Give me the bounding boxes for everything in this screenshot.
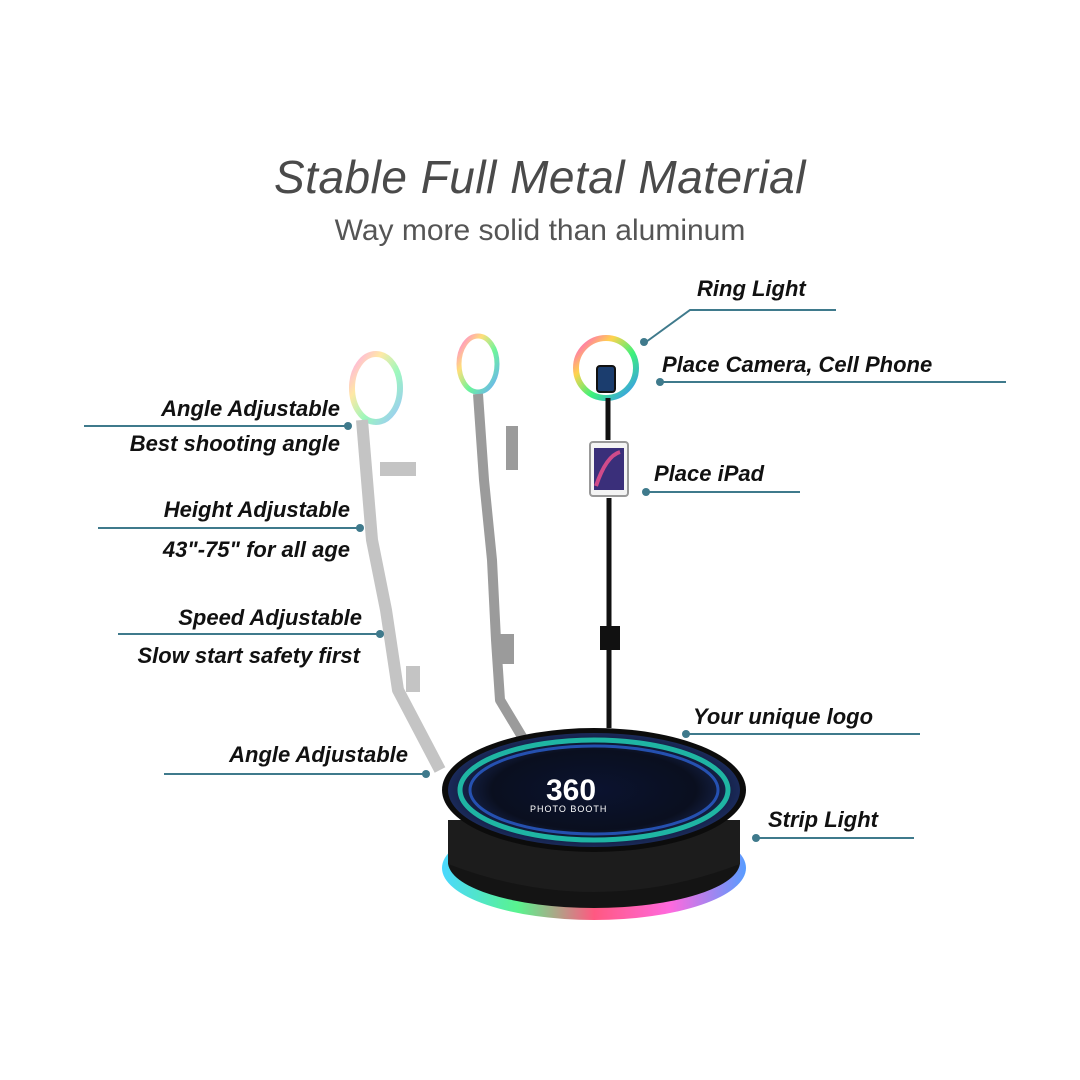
page-title: Stable Full Metal Material [274,151,806,203]
platform-logo-caption: PHOTO BOOTH [530,804,607,814]
callout-place-camera: Place Camera, Cell Phone [662,352,933,377]
callout-place-ipad: Place iPad [654,461,765,486]
platform: 360 PHOTO BOOTH [442,728,746,920]
page-subtitle: Way more solid than aluminum [334,214,746,247]
callout-best-angle: Best shooting angle [129,431,340,456]
ghost-pole-far [349,351,446,773]
callout-strip-light: Strip Light [768,807,878,832]
callout-your-logo: Your unique logo [693,704,874,729]
callout-speed-adjustable: Speed Adjustable [178,605,362,630]
callout-slow-start: Slow start safety first [137,643,360,668]
platform-logo-number: 360 [546,774,596,807]
callout-ring-light: Ring Light [697,276,806,301]
main-pole [573,335,639,728]
callout-height-range: 43"-75" for all age [162,537,350,562]
callout-angle-adjustable-bottom: Angle Adjustable [229,742,408,767]
callout-height-adjustable: Height Adjustable [163,497,350,522]
callout-angle-adjustable-top: Angle Adjustable [161,396,340,421]
ghost-pole-mid [456,333,529,743]
